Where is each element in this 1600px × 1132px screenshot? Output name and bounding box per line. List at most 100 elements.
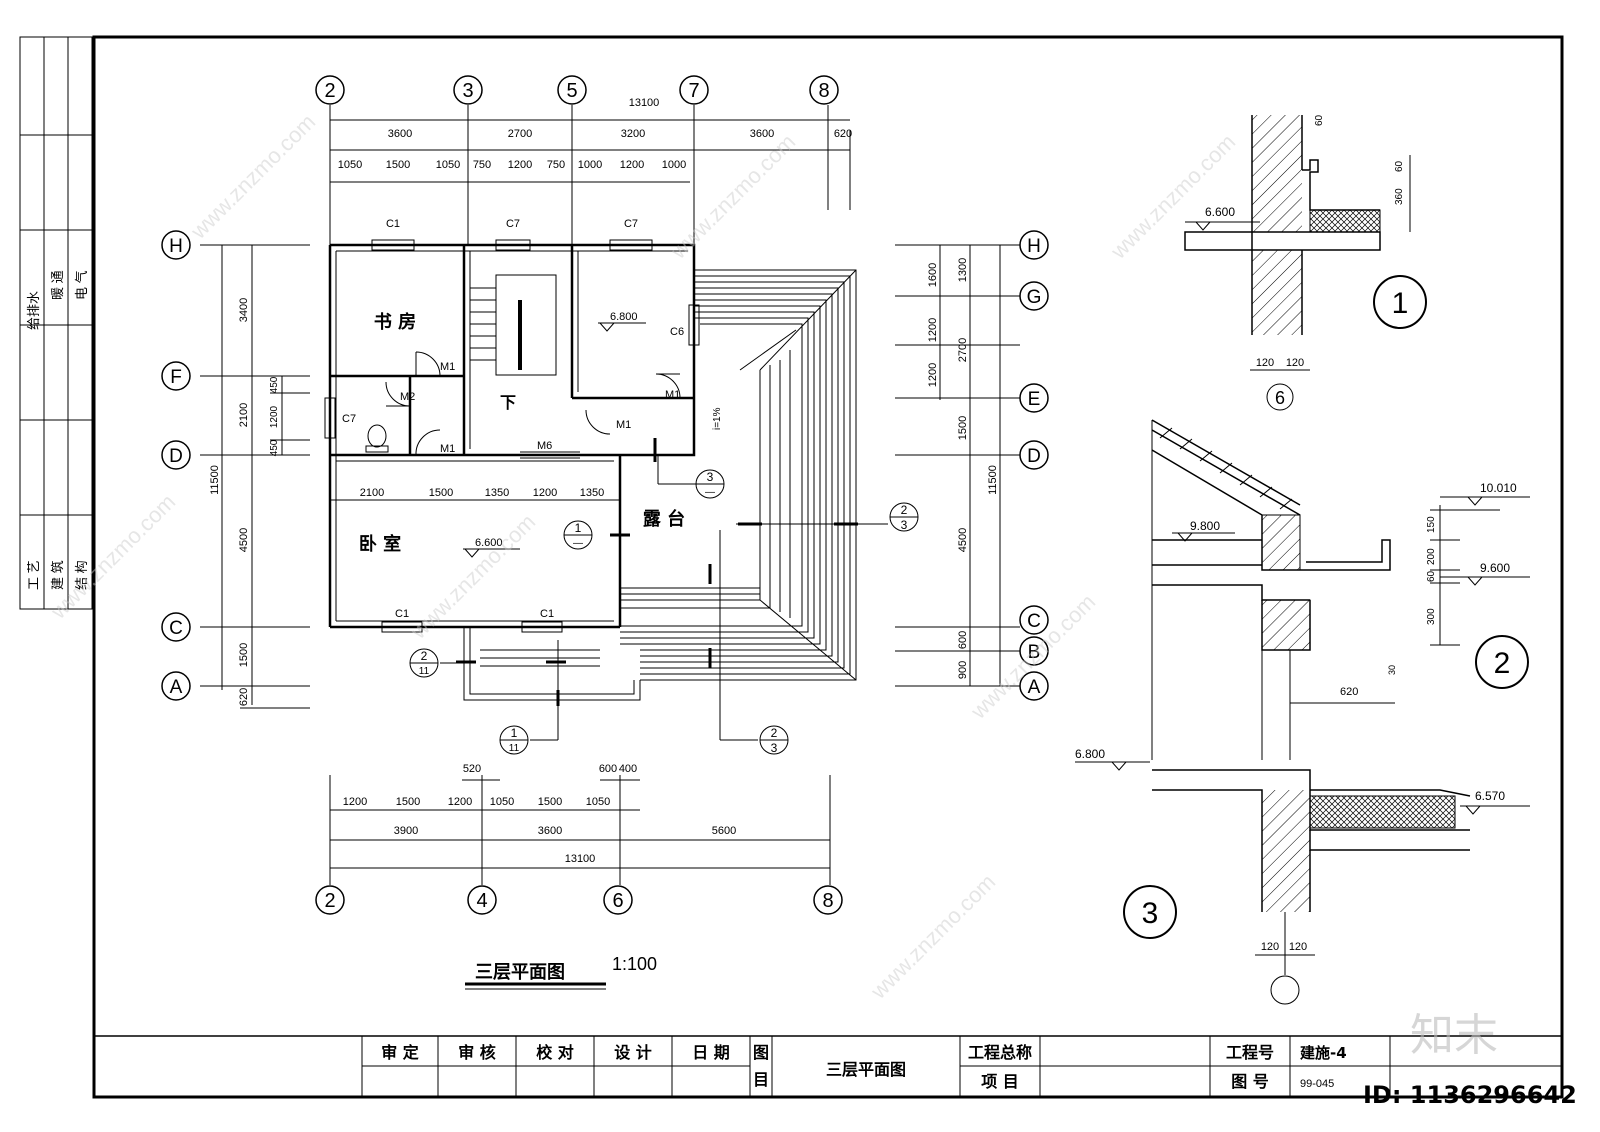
door-label-m1-d: M1 [616, 419, 631, 431]
detail-2-elev-9600: 9.600 [1440, 561, 1530, 586]
svg-text:1: 1 [1392, 287, 1409, 320]
watermark-brand: 知末 [1410, 1010, 1498, 1061]
detail-3: 6.800 6.570 120 120 3 [1075, 747, 1530, 1005]
dim-top-total: 13100 [629, 97, 660, 109]
dim-top-sub-8: 1000 [662, 159, 686, 171]
axis-bottom-6: 6 [603, 885, 633, 915]
svg-text:www.znzmo.com: www.znzmo.com [965, 589, 1100, 724]
callout-1-11: 1 11 [499, 725, 529, 755]
slope-label: i=1% [712, 407, 723, 430]
strip-label-architecture: 建 筑 [50, 560, 65, 590]
svg-text:www.znzmo.com: www.znzmo.com [1105, 129, 1240, 264]
dim-bottom-sub-0: 1200 [343, 796, 367, 808]
svg-text:www.znzmo.com: www.znzmo.com [405, 509, 540, 644]
dim-top-sub-7: 1200 [620, 159, 644, 171]
axis-bottom-2: 2 [315, 885, 345, 915]
detail-2-elev-10010: 10.010 [1440, 481, 1530, 506]
svg-text:4: 4 [476, 890, 487, 912]
detail-3-elev-6800: 6.800 [1075, 747, 1150, 771]
axis-right-B: B [1019, 636, 1049, 666]
axis-left-H: H [161, 230, 191, 260]
svg-text:6.800: 6.800 [610, 311, 638, 323]
axis-top-5: 5 [557, 75, 587, 105]
detail-2-dim-30: 30 [1387, 665, 1397, 675]
dim-bottom-small-0: 520 [463, 763, 481, 775]
toilet-icon [365, 424, 389, 453]
svg-text:10.010: 10.010 [1480, 481, 1517, 495]
plan-scale: 1:100 [612, 954, 657, 974]
svg-text:—: — [705, 487, 715, 498]
dim-top-0: 3600 [388, 128, 412, 140]
window-label-c7-top: C7 [506, 218, 520, 230]
dim-bottom-sub-2: 1200 [448, 796, 472, 808]
svg-text:6.600: 6.600 [1205, 205, 1235, 219]
door-label-m1-a: M1 [440, 361, 455, 373]
tb-tu-mu: 图 [753, 1043, 769, 1062]
detail-3-dim-1: 120 [1289, 941, 1307, 953]
svg-text:6.600: 6.600 [475, 537, 503, 549]
detail-2-dim-60: 60 [1426, 570, 1437, 582]
watermark-id: ID: 1136296642 [1363, 1081, 1577, 1109]
svg-text:11: 11 [419, 666, 430, 677]
dim-bottom-sub-4: 1500 [538, 796, 562, 808]
dim-top-sub-6: 1000 [578, 159, 602, 171]
dim-left-4: 620 [238, 688, 250, 706]
detail-2: 620 30 9.800 10.010 9.600 150 200 60 300… [1151, 419, 1530, 760]
dim-top-3: 3600 [750, 128, 774, 140]
detail-2-dim-150: 150 [1426, 516, 1437, 533]
svg-text:7: 7 [688, 80, 699, 102]
detail-2-dim-620: 620 [1340, 686, 1358, 698]
dim-top-sub-2: 1050 [436, 159, 460, 171]
floor-plan: 2 3 5 7 8 13100 3600 2700 3200 3600 620 … [161, 75, 1049, 990]
dim-left-total: 11500 [209, 465, 221, 495]
tb-item-label: 项 目 [981, 1072, 1019, 1091]
dim-bottom-2: 5600 [712, 825, 736, 837]
stair-label-down: 下 [500, 393, 516, 412]
callout-2-3-bottom: 2 3 [759, 725, 789, 755]
window-label-c6: C6 [670, 326, 684, 338]
svg-text:9.800: 9.800 [1190, 519, 1220, 533]
svg-text:D: D [169, 446, 183, 467]
dim-left-2: 4500 [238, 528, 250, 552]
dim-top-sub-3: 750 [473, 159, 491, 171]
dim-bottom-small-1: 600 [599, 763, 617, 775]
door-label-m6: M6 [537, 440, 552, 452]
tb-tu-mu-2: 目 [753, 1070, 769, 1089]
dim-right-sub-2: 1200 [927, 363, 939, 387]
dim-right-2: 1500 [957, 416, 969, 440]
detail-1-dim-2: 360 [1394, 188, 1405, 205]
tb-header-review: 审 核 [458, 1043, 496, 1062]
strip-label-process: 工 艺 [26, 560, 41, 590]
dim-right-sub-0: 1600 [927, 263, 939, 287]
detail-2-label: 2 [1475, 635, 1529, 689]
tb-drawing-name: 三层平面图 [826, 1060, 906, 1079]
walls [328, 243, 696, 629]
svg-text:1: 1 [511, 726, 518, 740]
tb-header-design: 设 计 [614, 1043, 652, 1062]
tb-header-approve: 审 定 [381, 1043, 419, 1062]
dim-bottom-1: 3600 [538, 825, 562, 837]
dim-top-sub-1: 1500 [386, 159, 410, 171]
dim-left-sub-0: 450 [269, 376, 280, 393]
strip-label-hvac: 暖 通 [50, 270, 65, 300]
axis-top-7: 7 [679, 75, 709, 105]
dim-top-1: 2700 [508, 128, 532, 140]
detail-1-dim-3: 120 [1256, 357, 1274, 369]
svg-text:H: H [169, 236, 183, 257]
detail-1-dim-0: 60 [1314, 114, 1325, 126]
axis-top-8: 8 [809, 75, 839, 105]
svg-text:A: A [170, 677, 183, 698]
dim-top-sub-0: 1050 [338, 159, 362, 171]
svg-text:3: 3 [901, 518, 908, 532]
tb-header-date: 日 期 [692, 1043, 730, 1062]
svg-text:A: A [1028, 677, 1041, 698]
svg-text:D: D [1027, 446, 1041, 467]
dim-inner-1: 1500 [429, 487, 453, 499]
dim-right-4: 600 [957, 631, 969, 649]
svg-text:3: 3 [771, 741, 778, 755]
door-label-m1-b: M1 [440, 443, 455, 455]
tb-drawing-no-label: 图 号 [1231, 1072, 1269, 1091]
svg-text:2: 2 [771, 726, 778, 740]
dim-top-sub-4: 1200 [508, 159, 532, 171]
left-strip: 给排水 暖 通 电 气 工 艺 建 筑 结 构 [19, 36, 93, 610]
